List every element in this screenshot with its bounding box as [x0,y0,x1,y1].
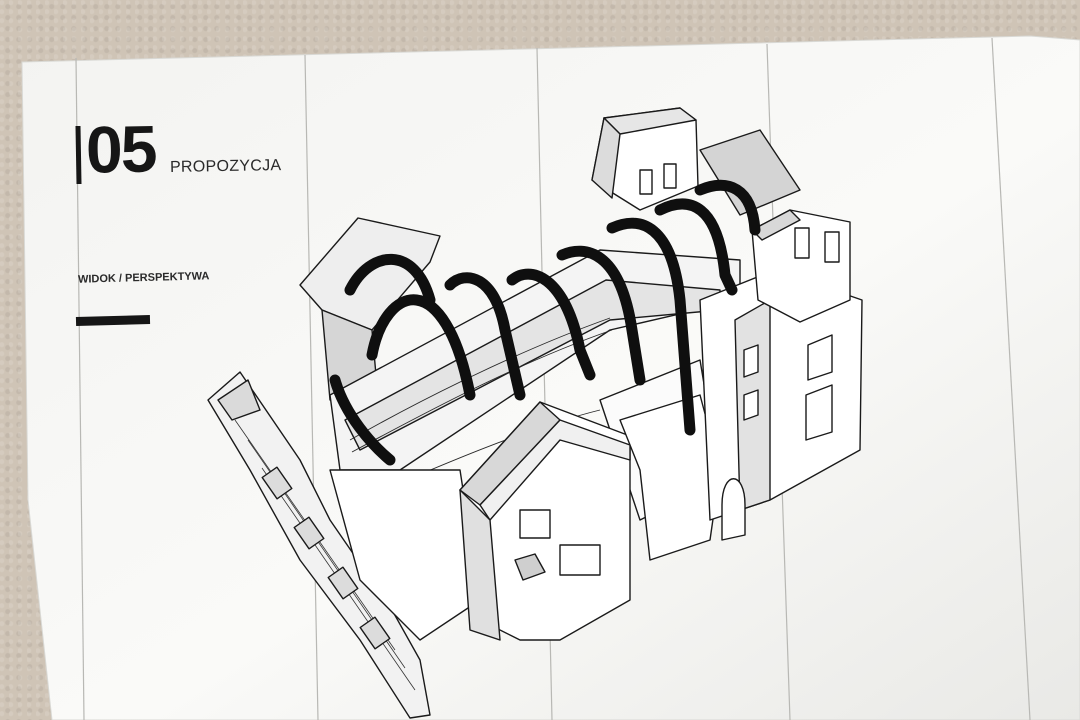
section-bar [75,125,82,185]
section-number: 05 [85,111,157,187]
building-illustration [207,107,863,719]
view-underline [75,315,151,326]
arches [329,179,761,466]
section-title: PROPOZYCJA [169,157,282,176]
paper-surface [21,35,1080,720]
